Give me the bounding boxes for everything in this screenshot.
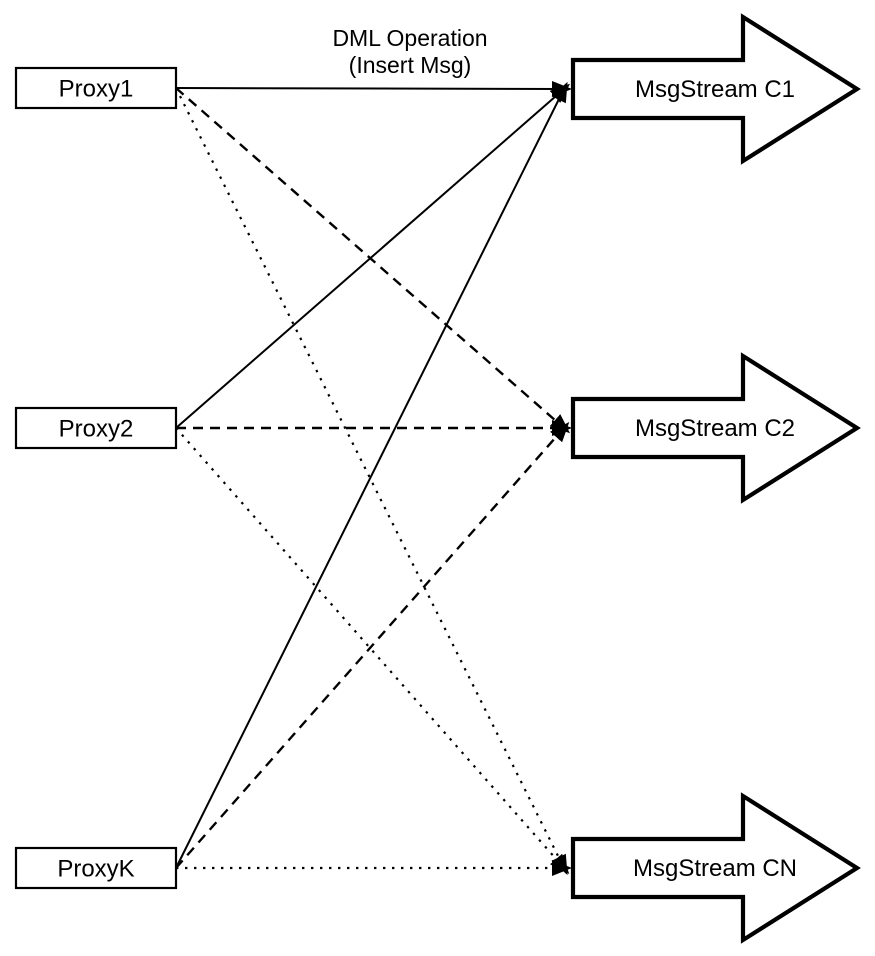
edge-proxy2-c1 (175, 83, 571, 429)
proxy1-label: Proxy1 (59, 76, 134, 103)
node-proxy2: Proxy2 (14, 406, 178, 450)
edge-annotation-line2: (Insert Msg) (348, 52, 472, 78)
edge-proxy1-c1 (175, 80, 572, 97)
node-proxyk: ProxyK (14, 846, 178, 890)
node-msgstream-c2: MsgStream C2 (570, 352, 861, 504)
edge-layer (175, 80, 572, 876)
msgstream-c1-label: MsgStream C1 (635, 76, 795, 103)
node-msgstream-cn: MsgStream CN (570, 792, 861, 944)
msgstream-cn-arrow-shape (570, 792, 861, 944)
edge-proxyk-c1 (175, 81, 568, 869)
msgstream-c1-arrow-shape (570, 13, 861, 165)
proxyk-label: ProxyK (57, 856, 134, 883)
proxy1-box (14, 66, 178, 110)
proxy2-label: Proxy2 (59, 416, 134, 443)
edge-annotation-line1: DML Operation (332, 25, 488, 51)
proxyk-box (14, 846, 178, 890)
proxy2-box (14, 406, 178, 450)
msgstream-cn-label: MsgStream CN (633, 855, 797, 882)
edge-proxyk-c2 (175, 421, 570, 869)
node-msgstream-c1: MsgStream C1 (570, 13, 861, 165)
node-proxy1: Proxy1 (14, 66, 178, 110)
edge-proxy1-cn (175, 87, 568, 876)
msgstream-c2-arrow-shape (570, 352, 861, 504)
edge-annotation: DML Operation (Insert Msg) (260, 25, 560, 79)
msgstream-c2-label: MsgStream C2 (635, 415, 795, 442)
